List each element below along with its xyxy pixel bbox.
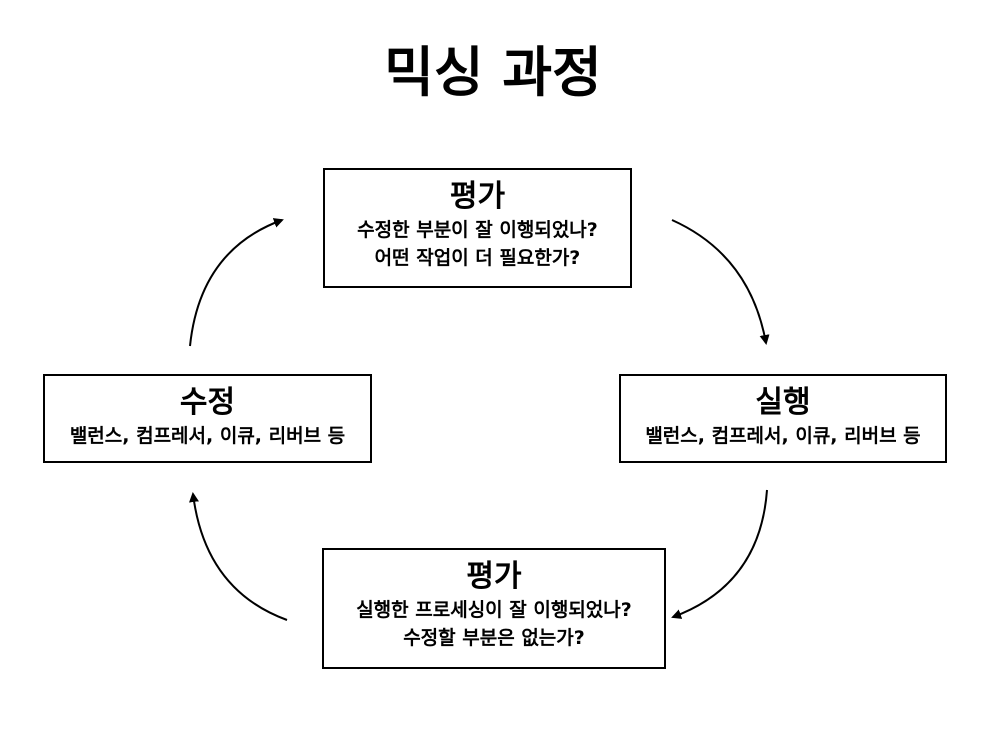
evaluate-box-bottom: 평가 실행한 프로세싱이 잘 이행되었나? 수정할 부분은 없는가? (322, 548, 666, 669)
box-text: 수정할 부분은 없는가? (403, 627, 585, 649)
modify-box-left: 수정 밸런스, 컴프레서, 이큐, 리버브 등 (43, 374, 372, 463)
execute-box-right: 실행 밸런스, 컴프레서, 이큐, 리버브 등 (619, 374, 947, 463)
diagram-title: 믹싱 과정 (384, 41, 602, 104)
arrow-top-left (189, 218, 284, 347)
arrow-bottom-left (189, 492, 288, 621)
box-text: 수정한 부분이 잘 이행되었나? (357, 219, 598, 241)
box-text: 밸런스, 컴프레서, 이큐, 리버브 등 (645, 425, 921, 447)
arrow-bottom-right (671, 489, 768, 619)
box-text: 어떤 작업이 더 필요한가? (374, 247, 581, 269)
box-heading: 실행 (755, 385, 811, 420)
box-heading: 수정 (179, 385, 236, 420)
box-heading: 평가 (449, 179, 506, 214)
evaluate-box-top: 평가 수정한 부분이 잘 이행되었나? 어떤 작업이 더 필요한가? (323, 168, 632, 288)
box-heading: 평가 (466, 559, 522, 594)
arrow-top-right (671, 219, 770, 345)
box-text: 실행한 프로세싱이 잘 이행되었나? (356, 599, 632, 621)
box-text: 밸런스, 컴프레서, 이큐, 리버브 등 (69, 425, 346, 447)
